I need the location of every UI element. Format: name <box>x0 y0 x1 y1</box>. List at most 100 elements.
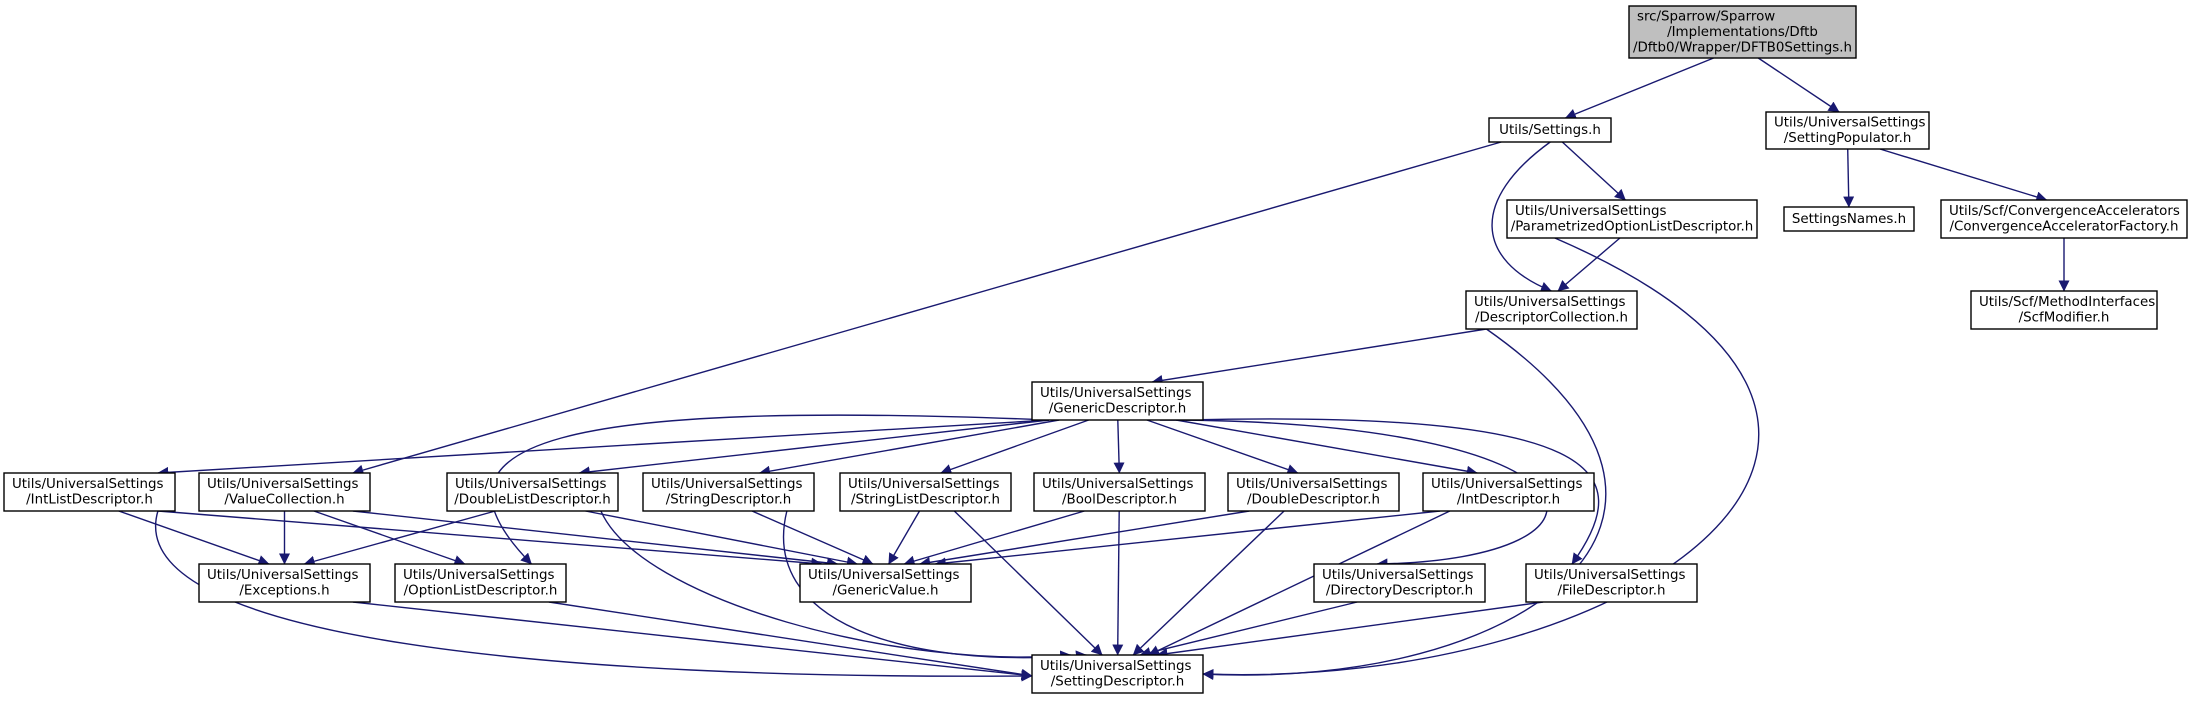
node-stringList[interactable]: Utils/UniversalSettings/StringListDescri… <box>839 472 1012 512</box>
node-box <box>1227 472 1400 512</box>
node-label-line: /StringListDescriptor.h <box>851 493 1000 508</box>
node-box <box>446 472 619 512</box>
node-label-line: /StringDescriptor.h <box>666 493 792 508</box>
node-fileDesc[interactable]: Utils/UniversalSettings/FileDescriptor.h <box>1525 563 1698 603</box>
node-label-line: Utils/UniversalSettings <box>651 477 803 492</box>
node-label-line: Utils/UniversalSettings <box>1515 204 1667 219</box>
node-settingsNames[interactable]: SettingsNames.h <box>1783 206 1915 232</box>
node-box <box>1525 563 1698 603</box>
edge-stringDesc-to-genericValue <box>751 510 874 565</box>
node-label-line: Utils/Settings.h <box>1499 123 1601 138</box>
node-descCollection[interactable]: Utils/UniversalSettings/DescriptorCollec… <box>1465 290 1638 330</box>
edge-valueColl-to-genericValue <box>352 510 838 569</box>
node-box <box>1031 654 1204 694</box>
edge-genericDesc-to-intDesc <box>1176 419 1478 477</box>
edge-stringDesc-to-settingDesc <box>782 510 1087 662</box>
node-box <box>198 563 371 603</box>
node-intDesc[interactable]: Utils/UniversalSettings/IntDescriptor.h <box>1422 472 1595 512</box>
edge-genericDesc-to-optionList <box>490 414 1050 565</box>
edge-descCollection-to-genericDesc <box>1151 328 1487 386</box>
edge-valueColl-to-optionList <box>313 510 466 566</box>
edge-intList-to-genericValue <box>157 510 823 569</box>
node-box <box>1465 290 1638 330</box>
node-label-line: /SettingDescriptor.h <box>1051 675 1185 690</box>
node-label-line: Utils/Scf/MethodInterfaces <box>1979 295 2155 310</box>
edge-genericDesc-to-stringDesc <box>759 419 1060 477</box>
node-label-line: Utils/UniversalSettings <box>207 477 359 492</box>
edge-paramOptList-to-descCollection <box>1557 237 1621 292</box>
edges-layer <box>118 57 2070 682</box>
edge-stringList-to-genericValue <box>888 510 921 565</box>
node-paramOptList[interactable]: Utils/UniversalSettings/ParametrizedOpti… <box>1506 199 1758 239</box>
node-box <box>642 472 815 512</box>
node-box <box>1970 290 2158 330</box>
node-label-line: Utils/UniversalSettings <box>1040 659 1192 674</box>
edge-dirDesc-to-settingDesc <box>1139 601 1358 658</box>
edge-paramOptList-to-settingDesc <box>1202 237 1760 680</box>
node-optionList[interactable]: Utils/UniversalSettings/OptionListDescri… <box>394 563 567 603</box>
node-genericDesc[interactable]: Utils/UniversalSettings/GenericDescripto… <box>1031 381 1204 421</box>
node-box <box>839 472 1012 512</box>
node-settingDesc[interactable]: Utils/UniversalSettings/SettingDescripto… <box>1031 654 1204 694</box>
edge-doubleList-to-exceptions <box>303 510 496 567</box>
node-label-line: Utils/UniversalSettings <box>1474 295 1626 310</box>
edge-genericDesc-to-stringList <box>940 419 1089 475</box>
node-label-line: src/Sparrow/Sparrow <box>1637 9 1775 24</box>
edge-intDesc-to-settingDesc <box>1148 510 1451 656</box>
node-convAccFactory[interactable]: Utils/Scf/ConvergenceAccelerators/Conver… <box>1940 199 2188 239</box>
node-label-line: /SettingPopulator.h <box>1784 131 1912 146</box>
node-label-line: Utils/UniversalSettings <box>455 477 607 492</box>
node-label-line: /GenericValue.h <box>833 584 939 599</box>
node-label-line: /DoubleDescriptor.h <box>1247 493 1380 508</box>
node-label-line: /IntDescriptor.h <box>1457 493 1560 508</box>
node-label-line: /GenericDescriptor.h <box>1049 402 1187 417</box>
edge-root-to-populator <box>1757 57 1840 113</box>
node-label-line: Utils/UniversalSettings <box>1040 386 1192 401</box>
node-box <box>1031 381 1204 421</box>
node-box <box>1313 563 1486 603</box>
node-stringDesc[interactable]: Utils/UniversalSettings/StringDescriptor… <box>642 472 815 512</box>
edge-fileDesc-to-settingDesc <box>1156 601 1544 660</box>
node-box <box>799 563 972 603</box>
nodes-layer: src/Sparrow/Sparrow/Implementations/Dftb… <box>3 5 2188 694</box>
node-genericValue[interactable]: Utils/UniversalSettings/GenericValue.h <box>799 563 972 603</box>
node-boolDesc[interactable]: Utils/UniversalSettings/BoolDescriptor.h <box>1033 472 1206 512</box>
node-label-line: /ConvergenceAcceleratorFactory.h <box>1949 220 2178 235</box>
node-box <box>1628 5 1857 59</box>
node-box <box>1940 199 2188 239</box>
edge-genericDesc-to-doubleList <box>578 419 1050 478</box>
edge-intDesc-to-genericValue <box>934 510 1441 569</box>
node-root[interactable]: src/Sparrow/Sparrow/Implementations/Dftb… <box>1628 5 1857 59</box>
node-box <box>3 472 176 512</box>
edge-intList-to-settingDesc <box>155 510 1033 682</box>
node-doubleDesc[interactable]: Utils/UniversalSettings/DoubleDescriptor… <box>1227 472 1400 512</box>
node-populator[interactable]: Utils/UniversalSettings/SettingPopulator… <box>1765 111 1930 150</box>
edge-settings-to-paramOptList <box>1561 141 1626 201</box>
node-label-line: /OptionListDescriptor.h <box>404 584 558 599</box>
edge-intList-to-exceptions <box>118 510 270 566</box>
edge-boolDesc-to-settingDesc <box>1112 510 1124 656</box>
edge-doubleDesc-to-settingDesc <box>1132 510 1285 656</box>
node-box <box>394 563 567 603</box>
node-label-line: /BoolDescriptor.h <box>1062 493 1177 508</box>
node-doubleList[interactable]: Utils/UniversalSettings/DoubleListDescri… <box>446 472 619 512</box>
edge-genericDesc-to-doubleDesc <box>1146 419 1299 475</box>
node-intList[interactable]: Utils/UniversalSettings/IntListDescripto… <box>3 472 176 512</box>
node-valueColl[interactable]: Utils/UniversalSettings/ValueCollection.… <box>198 472 371 512</box>
node-label-line: Utils/UniversalSettings <box>1431 477 1583 492</box>
node-scfModifier[interactable]: Utils/Scf/MethodInterfaces/ScfModifier.h <box>1970 290 2158 330</box>
node-box <box>1033 472 1206 512</box>
edge-populator-to-settingsNames <box>1843 148 1855 208</box>
node-settings[interactable]: Utils/Settings.h <box>1488 117 1612 143</box>
edge-boolDesc-to-genericValue <box>903 510 1085 567</box>
node-label-line: Utils/UniversalSettings <box>1322 568 1474 583</box>
edge-genericDesc-to-fileDesc <box>1185 418 1600 565</box>
node-label-line: /FileDescriptor.h <box>1558 584 1666 599</box>
node-label-line: Utils/UniversalSettings <box>403 568 555 583</box>
node-label-line: /ValueCollection.h <box>224 493 344 508</box>
node-dirDesc[interactable]: Utils/UniversalSettings/DirectoryDescrip… <box>1313 563 1486 603</box>
node-label-line: /DescriptorCollection.h <box>1475 311 1628 326</box>
node-exceptions[interactable]: Utils/UniversalSettings/Exceptions.h <box>198 563 371 603</box>
node-label-line: Utils/UniversalSettings <box>12 477 164 492</box>
